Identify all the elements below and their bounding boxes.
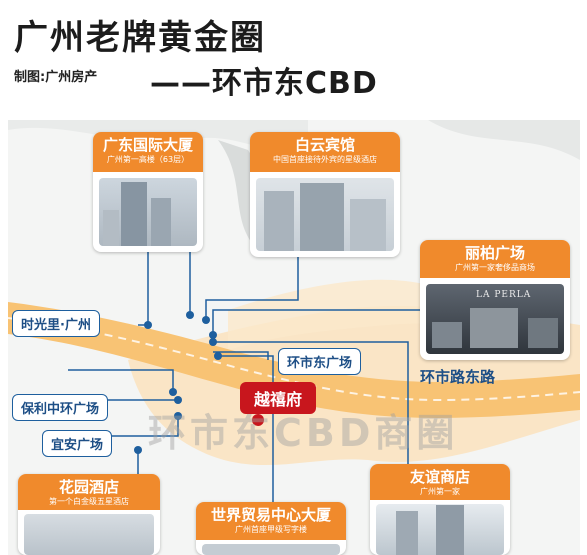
route-node — [144, 321, 152, 329]
card-title: 花园酒店 — [58, 478, 119, 496]
district-watermark: 环市东CBD商圈 — [148, 411, 459, 455]
header: 广州老牌黄金圈 制图:广州房产 ——环市东CBD — [0, 0, 587, 118]
leader-line — [218, 355, 274, 510]
route-node — [214, 352, 222, 360]
road-label: 环市路东路 — [420, 368, 496, 386]
route-node — [186, 311, 194, 319]
route-node — [209, 331, 217, 339]
leader-line — [213, 341, 409, 470]
route-node — [134, 446, 142, 454]
page-subtitle: ——环市东CBD — [150, 66, 378, 101]
tag-yian[interactable]: 宜安广场 — [42, 430, 113, 457]
tag-huanshidong[interactable]: 环市东广场 — [278, 348, 362, 375]
terrain-patch — [428, 120, 580, 160]
card-world-trade-center[interactable]: 世界贸易中心大厦 广州首座甲级写字楼 — [196, 502, 346, 555]
building-photo — [256, 178, 394, 251]
tag-shiguangli[interactable]: 时光里·广州 — [12, 310, 100, 337]
card-subtitle: 广州第一家奢侈品商场 — [455, 263, 535, 272]
card-title: 友谊商店 — [409, 468, 470, 486]
card-friendship-store[interactable]: 友谊商店 广州第一家 — [370, 464, 510, 555]
card-baiyun-hotel[interactable]: 白云宾馆 中国首座接待外宾的星级酒店 — [250, 132, 400, 257]
card-garden-hotel[interactable]: 花园酒店 第一个白金级五星酒店 — [18, 474, 160, 555]
location-pin — [252, 414, 264, 426]
map-area: 环市东CBD商圈 广东国际大厦 广州第一高楼（63层） 白云宾馆 中国首座接待外… — [8, 120, 580, 555]
storefront-photo: LA PERLA — [426, 284, 564, 354]
credit-text: 制图:广州房产 — [14, 70, 98, 85]
card-subtitle: 广州第一高楼（63层） — [106, 155, 190, 164]
leader-line — [68, 369, 174, 392]
route-node — [174, 412, 182, 420]
route-node — [169, 388, 177, 396]
building-photo — [376, 504, 504, 555]
route-nodes — [134, 311, 222, 454]
project-marker-label[interactable]: 越禧府 — [240, 382, 317, 414]
card-libai-plaza[interactable]: 丽柏广场 广州第一家奢侈品商场 LA PERLA — [420, 240, 570, 360]
page-title: 广州老牌黄金圈 — [14, 18, 266, 58]
route-node — [209, 338, 217, 346]
card-title: 白云宾馆 — [294, 136, 355, 154]
tag-baoli[interactable]: 保利中环广场 — [12, 394, 109, 421]
leader-line — [108, 416, 179, 437]
building-photo — [24, 514, 154, 555]
card-title: 广东国际大厦 — [102, 136, 193, 154]
store-sign: LA PERLA — [476, 290, 532, 300]
building-photo — [202, 544, 340, 555]
card-subtitle: 广州第一家 — [420, 487, 460, 496]
route-node — [174, 396, 182, 404]
card-title: 丽柏广场 — [464, 244, 525, 262]
card-subtitle: 中国首座接待外宾的星级酒店 — [273, 155, 377, 164]
card-guangdong-international[interactable]: 广东国际大厦 广州第一高楼（63层） — [93, 132, 203, 252]
route-node — [202, 316, 210, 324]
building-photo — [99, 178, 197, 246]
main-road — [8, 302, 580, 418]
card-subtitle: 第一个白金级五星酒店 — [49, 497, 129, 506]
leader-line — [213, 351, 269, 360]
district-area — [228, 279, 568, 350]
card-title: 世界贸易中心大厦 — [210, 506, 331, 524]
card-subtitle: 广州首座甲级写字楼 — [235, 525, 307, 534]
